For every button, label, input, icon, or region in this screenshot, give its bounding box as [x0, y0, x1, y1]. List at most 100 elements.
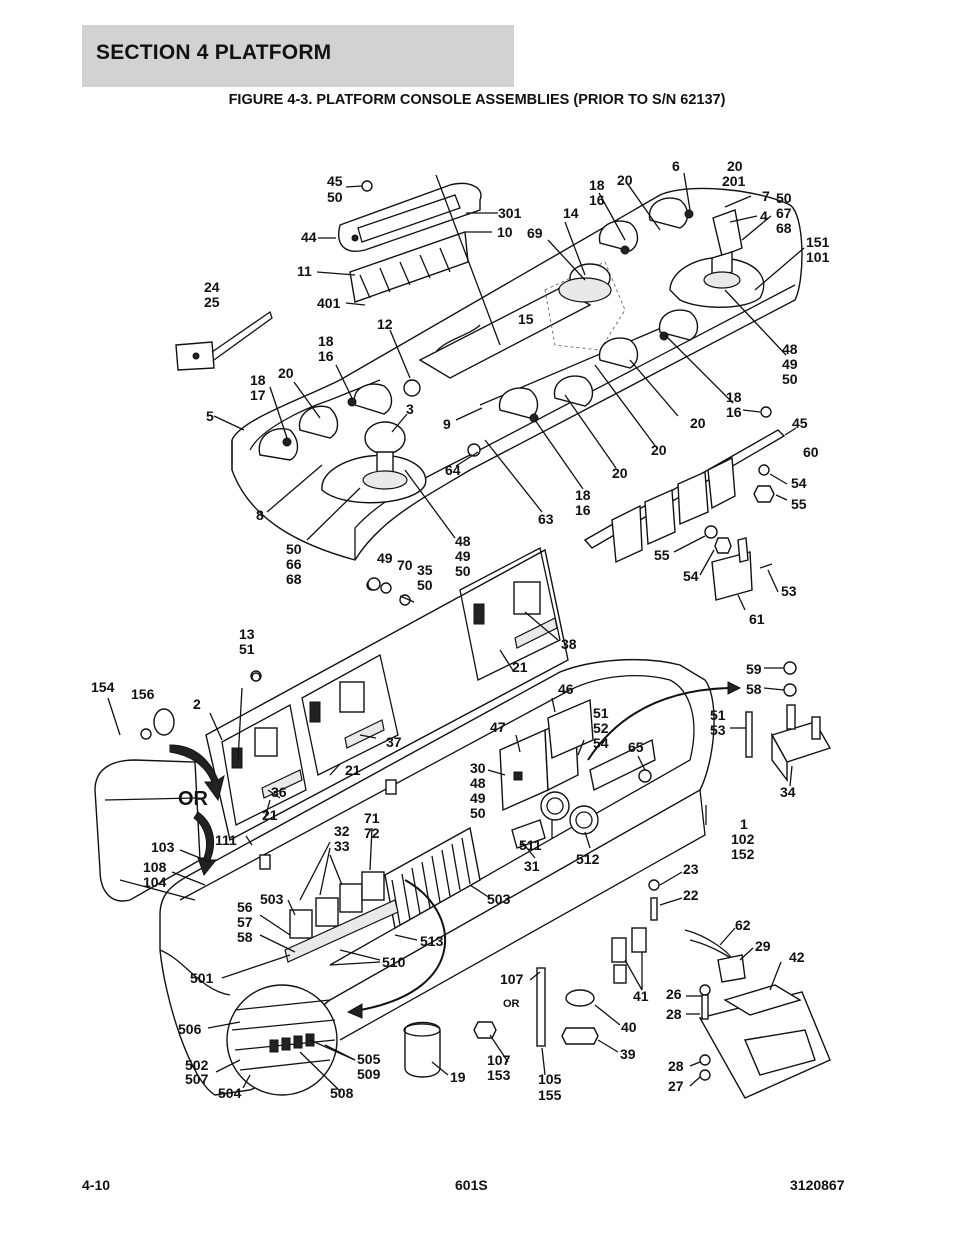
callout-103: 103: [151, 839, 175, 855]
callout-503: 503: [260, 891, 284, 907]
callout-12: 12: [377, 316, 393, 332]
pushbutton-12: [403, 379, 421, 397]
callout-54: 54: [593, 735, 609, 751]
callout-61: 61: [749, 611, 765, 627]
callout-31: 31: [524, 858, 540, 874]
callout-505: 505: [357, 1051, 381, 1067]
callout-71: 71: [364, 810, 380, 826]
callout-6: 6: [672, 158, 680, 174]
circuit-panel: [205, 547, 569, 842]
callout-153: 153: [487, 1067, 511, 1083]
callout-9: 9: [443, 416, 451, 432]
callout-507: 507: [185, 1071, 209, 1087]
switch-guards: [258, 197, 699, 461]
callout-21: 21: [345, 762, 361, 778]
callout-59: 59: [746, 661, 762, 677]
callout-56: 56: [237, 899, 253, 915]
callout-101: 101: [806, 249, 830, 265]
callout-28: 28: [668, 1058, 684, 1074]
callout-11: 11: [297, 263, 312, 279]
callout-60: 60: [803, 444, 819, 460]
callout-40: 40: [621, 1019, 637, 1035]
callout-51: 51: [593, 705, 609, 721]
bottom-parts: [403, 879, 660, 1078]
or-note-small: OR: [503, 998, 520, 1010]
callout-33: 33: [334, 838, 350, 854]
callout-508: 508: [330, 1085, 354, 1101]
callout-108: 108: [143, 859, 167, 875]
callout-67: 67: [776, 205, 792, 221]
callout-52: 52: [593, 720, 609, 736]
callout-107: 107: [500, 971, 524, 987]
callout-41: 41: [633, 988, 649, 1004]
callout-20: 20: [612, 465, 628, 481]
callout-21: 21: [512, 659, 528, 675]
footer-page-number: 4-10: [82, 1177, 111, 1193]
callout-301: 301: [498, 205, 522, 221]
callout-70: 70: [397, 557, 413, 573]
callout-49: 49: [377, 550, 393, 566]
callout-18: 18: [726, 389, 742, 405]
callout-68: 68: [286, 571, 302, 587]
callout-107: 107: [487, 1052, 511, 1068]
callout-16: 16: [589, 192, 605, 208]
callout-16: 16: [575, 502, 591, 518]
display-module: [338, 180, 482, 303]
callout-55: 55: [791, 496, 807, 512]
callout-111: 111: [215, 832, 237, 848]
callout-36: 36: [271, 784, 287, 800]
callout-18: 18: [589, 177, 605, 193]
callout-14: 14: [563, 205, 579, 221]
section-title: SECTION 4 PLATFORM: [96, 41, 332, 64]
footer-model: 601S: [455, 1177, 488, 1193]
callout-22: 22: [683, 887, 699, 903]
callout-58: 58: [746, 681, 762, 697]
callout-49: 49: [455, 548, 471, 564]
callout-503: 503: [487, 891, 511, 907]
callout-104: 104: [143, 874, 167, 890]
detail-inset: [226, 984, 338, 1096]
callout-20: 20: [690, 415, 706, 431]
callout-labels: 6 20 201 18 16 20 7 50 67 68 4 14 69 151…: [91, 158, 830, 1103]
callout-28: 28: [666, 1006, 682, 1022]
callout-65: 65: [628, 739, 644, 755]
callout-51: 51: [710, 707, 726, 723]
callout-45: 45: [327, 173, 343, 189]
callout-154: 154: [91, 679, 115, 695]
callout-509: 509: [357, 1066, 381, 1082]
callout-53: 53: [781, 583, 797, 599]
callout-63: 63: [538, 511, 554, 527]
callout-1: 1: [740, 816, 748, 832]
callout-151: 151: [806, 234, 830, 250]
callout-8: 8: [256, 507, 264, 523]
callout-3: 3: [406, 401, 414, 417]
callout-105: 105: [538, 1071, 562, 1087]
callout-34: 34: [780, 784, 796, 800]
callout-54: 54: [791, 475, 807, 491]
callout-50: 50: [286, 541, 302, 557]
callout-24: 24: [204, 279, 220, 295]
callout-19: 19: [450, 1069, 466, 1085]
flow-arrow-upper: [587, 687, 729, 761]
callout-57: 57: [237, 914, 253, 930]
callout-48: 48: [455, 533, 471, 549]
callout-50: 50: [470, 805, 486, 821]
relay-bracket: [583, 406, 786, 601]
callout-27: 27: [668, 1078, 684, 1094]
callout-68: 68: [776, 220, 792, 236]
callout-66: 66: [286, 556, 302, 572]
footer-doc-number: 3120867: [790, 1177, 845, 1193]
pin-and-washer: [107, 697, 175, 740]
console-box: [159, 659, 715, 1096]
switch-block-34: [745, 661, 832, 783]
callout-18: 18: [250, 372, 266, 388]
callout-502: 502: [185, 1057, 209, 1073]
callout-32: 32: [334, 823, 350, 839]
callout-17: 17: [250, 387, 266, 403]
callout-20: 20: [278, 365, 294, 381]
callout-49: 49: [470, 790, 486, 806]
callout-155: 155: [538, 1087, 562, 1103]
callout-401: 401: [317, 295, 341, 311]
callout-2: 2: [193, 696, 201, 712]
